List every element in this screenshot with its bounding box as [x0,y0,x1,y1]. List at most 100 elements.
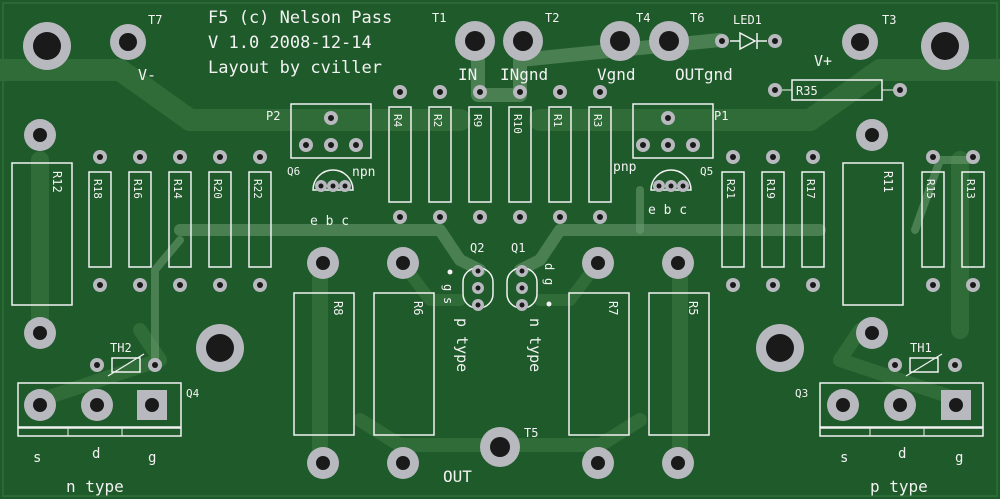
svg-text:Q1: Q1 [511,241,525,255]
resistor-r22: R22 [248,150,272,292]
svg-text:T3: T3 [882,13,896,27]
svg-text:OUTgnd: OUTgnd [675,65,733,84]
mounting-holes [23,22,969,372]
svg-text:g: g [542,278,556,285]
svg-text:s: s [33,450,41,466]
svg-text:TH1: TH1 [910,341,932,355]
transistor-q2: Q2 g s p type [441,241,494,372]
svg-text:T4: T4 [636,11,650,25]
svg-text:Q5: Q5 [700,165,713,178]
pot-p1: P1 [632,103,728,159]
svg-text:e b c: e b c [310,214,349,229]
resistor-r11: R11 [842,119,904,349]
svg-text:R35: R35 [796,84,818,98]
svg-text:Q4: Q4 [186,387,200,400]
mosfet-q4: Q4 s d g [17,382,200,466]
resistor-r7: R7 [568,247,630,479]
svg-text:pnp: pnp [613,160,637,175]
transistor-q6: Q6 npn e b c [287,165,375,229]
svg-text:R8: R8 [331,301,345,315]
led1: LED1 [715,13,782,51]
terminal-t6: T6 OUTgnd [649,11,733,84]
svg-text:R21: R21 [724,179,737,199]
resistor-r14: R14 [168,150,192,292]
title-line-1: F5 (c) Nelson Pass [208,8,392,28]
svg-text:T2: T2 [545,11,559,25]
resistor-r17: R17 [801,150,825,292]
svg-text:R4: R4 [391,114,404,128]
svg-text:INgnd: INgnd [500,65,548,84]
resistor-r15: R15 [921,150,945,292]
transistor-q1: Q1 d g n type [506,241,556,372]
svg-text:R20: R20 [211,179,224,199]
svg-text:R17: R17 [804,179,817,199]
svg-text:TH2: TH2 [110,341,132,355]
resistor-r3: R3 [588,85,612,224]
svg-text:R11: R11 [881,171,895,193]
title-line-2: V 1.0 2008-12-14 [208,33,372,53]
svg-text:OUT: OUT [443,467,472,486]
mosfet-q3: Q3 s d g [795,382,984,466]
svg-text:R14: R14 [171,179,184,199]
resistor-r13: R13 [961,150,985,292]
resistor-r16: R16 [128,150,152,292]
svg-text:R12: R12 [50,171,64,193]
svg-text:IN: IN [458,65,477,84]
svg-text:p type: p type [453,318,471,372]
terminal-t7: T7 V- [110,13,162,84]
svg-text:R18: R18 [91,179,104,199]
resistor-r20: R20 [208,150,232,292]
svg-text:R7: R7 [606,301,620,315]
resistor-r1: R1 [548,85,572,224]
resistor-r2: R2 [428,85,452,224]
terminal-t4: T4 Vgnd [597,11,650,84]
n-type-label: n type [66,477,124,496]
resistor-r12: R12 [11,119,73,349]
svg-text:d: d [92,446,100,462]
svg-text:V+: V+ [814,52,832,70]
resistor-r8: R8 [293,247,355,479]
svg-text:s: s [840,450,848,466]
resistor-r21: R21 [721,150,745,292]
p-type-label: p type [870,477,928,496]
svg-text:LED1: LED1 [733,13,762,27]
svg-text:g: g [148,450,156,466]
svg-text:Q6: Q6 [287,165,300,178]
svg-text:R13: R13 [964,179,977,199]
svg-text:T7: T7 [148,13,162,27]
thermistor-th2: TH2 [90,341,162,377]
svg-text:npn: npn [352,165,375,180]
svg-text:R16: R16 [131,179,144,199]
svg-text:Q2: Q2 [470,241,484,255]
svg-text:d: d [898,446,906,462]
resistor-r5: R5 [648,247,710,479]
svg-text:R10: R10 [511,114,524,134]
svg-text:T1: T1 [432,11,446,25]
title-block: F5 (c) Nelson Pass V 1.0 2008-12-14 Layo… [208,8,392,78]
transistor-q5: Q5 pnp e b c [613,160,713,218]
svg-text:R5: R5 [686,301,700,315]
svg-text:Vgnd: Vgnd [597,65,636,84]
svg-text:g: g [955,450,963,466]
svg-text:R1: R1 [551,114,564,127]
svg-text:V-: V- [138,66,156,84]
resistor-r10: R10 [508,85,532,224]
thermistor-th1: TH1 [888,341,962,377]
resistor-r6: R6 [373,247,435,479]
resistor-r4: R4 [388,85,412,224]
svg-text:R15: R15 [924,179,937,199]
terminal-t1: T1 IN [432,11,495,84]
terminal-t2: T2 INgnd [500,11,559,84]
svg-text:R22: R22 [251,179,264,199]
svg-text:R3: R3 [591,114,604,127]
svg-text:Q3: Q3 [795,387,808,400]
svg-text:d: d [542,263,556,270]
svg-text:R9: R9 [471,114,484,127]
pot-p2: P2 [266,103,372,159]
svg-text:s: s [441,297,455,304]
svg-text:T6: T6 [690,11,704,25]
terminal-t3: T3 V+ [814,13,896,70]
svg-text:e b c: e b c [648,203,687,218]
svg-text:P2: P2 [266,109,280,123]
